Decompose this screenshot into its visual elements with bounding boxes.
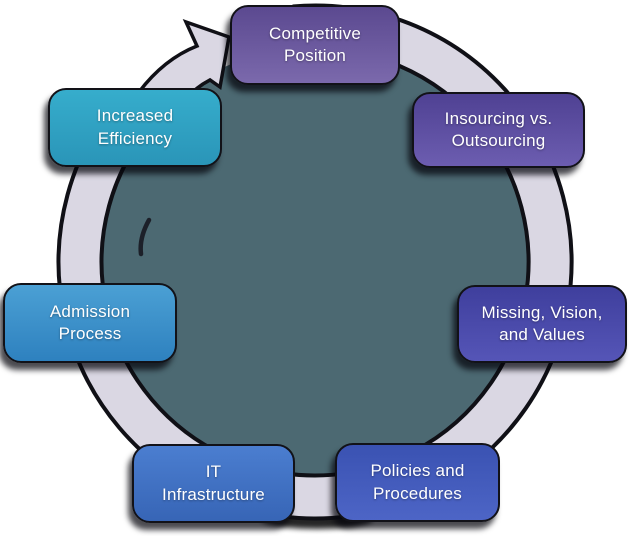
node-label-line: Policies and bbox=[370, 461, 465, 481]
node-label-line: Process bbox=[58, 324, 122, 343]
node-label-line: Missing, Vision, bbox=[481, 302, 603, 322]
node-it-infrastructure: IT Infrastructure bbox=[132, 444, 295, 523]
node-increased-efficiency: Increased Efficiency bbox=[48, 88, 222, 167]
node-label-line: Insourcing vs. bbox=[444, 108, 553, 128]
node-label-line: Outsourcing bbox=[451, 131, 546, 150]
node-missing-vision-values: Missing, Vision, and Values bbox=[457, 285, 627, 363]
node-label-line: Efficiency bbox=[97, 128, 173, 148]
node-label-line: Increased bbox=[96, 106, 174, 126]
node-admission-process: Admission Process bbox=[3, 283, 177, 363]
node-policies-and-procedures: Policies and Procedures bbox=[335, 443, 500, 522]
node-competitive-position: Competitive Position bbox=[230, 5, 400, 85]
node-label-line: Infrastructure bbox=[162, 484, 265, 504]
node-label-line: IT bbox=[205, 462, 222, 482]
ring-cast-shadow-arc bbox=[138, 217, 152, 257]
node-insourcing-vs-outsourcing: Insourcing vs. Outsourcing bbox=[412, 92, 585, 168]
node-label-line: Competitive bbox=[269, 23, 361, 43]
node-label-line: Procedures bbox=[373, 483, 462, 503]
node-label-line: Admission bbox=[49, 301, 131, 321]
node-label-line: and Values bbox=[499, 325, 585, 344]
node-label-line: Position bbox=[283, 46, 347, 65]
